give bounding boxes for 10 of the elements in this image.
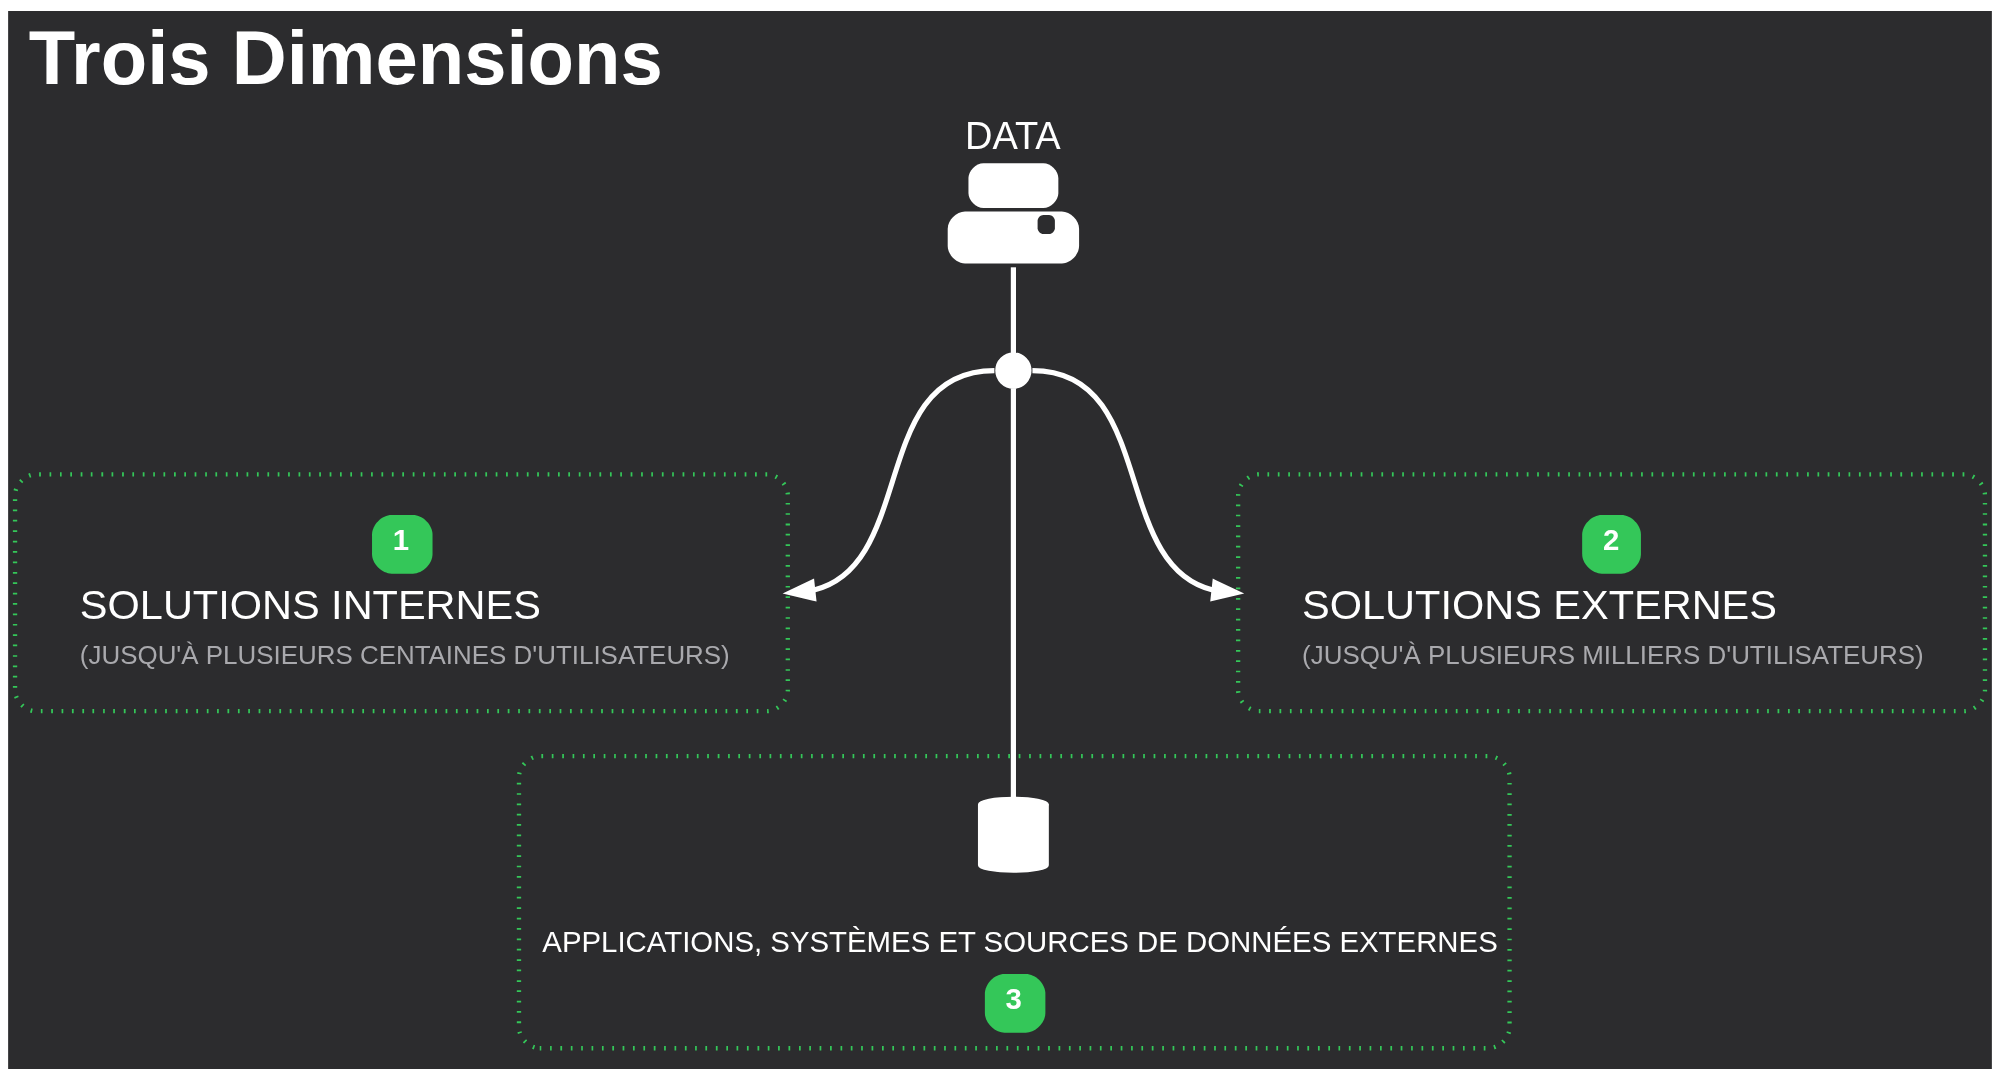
arrow xyxy=(782,368,995,602)
node-circle xyxy=(995,352,1032,389)
node-box: 1 SOLUTIONS INTERNES (JUSQU'À PLUSIEURS CENTAINES D'UTILISATEURS) xyxy=(12,472,790,714)
connector xyxy=(1010,388,1016,798)
node-label: DATA xyxy=(964,114,1061,157)
connector xyxy=(1010,267,1016,353)
node-box: 2 SOLUTIONS EXTERNES (JUSQU'À PLUSIEURS MILLIERS D'UTILISATEURS) xyxy=(1236,472,1988,714)
arrow xyxy=(1032,368,1245,602)
diagram-title: Trois Dimensions xyxy=(28,14,663,100)
cluster: APPLICATIONS, SYSTÈMES ET SOURCES DE DONNÉES EXTERNES 3 xyxy=(516,753,1512,1051)
